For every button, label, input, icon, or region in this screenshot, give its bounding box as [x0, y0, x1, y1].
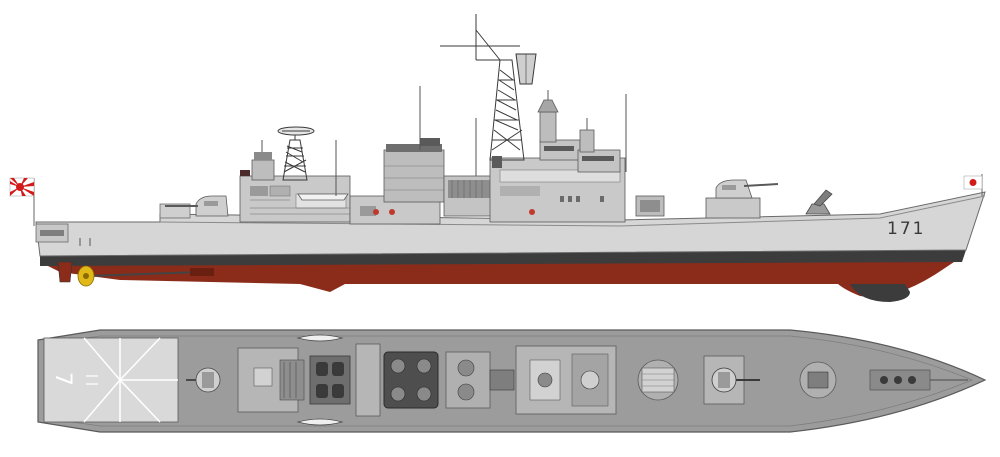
asroc-plan — [799, 361, 837, 399]
rising-sun-ensign-icon — [9, 177, 35, 197]
hull-number: 171 — [887, 219, 925, 239]
aft-gun-turret — [165, 195, 229, 217]
surface-search-radar-icon — [515, 53, 537, 85]
aft-funnel — [251, 159, 275, 181]
bridge-plan — [515, 345, 617, 415]
aft-gun-plan — [186, 367, 221, 393]
boat-plan-starboard — [296, 418, 344, 426]
sonar-dome — [850, 284, 910, 302]
main-lattice-mast — [440, 14, 525, 161]
flight-deck-marking: 7 — [50, 372, 75, 386]
fire-control-director — [537, 90, 559, 143]
aft-funnel-plan — [309, 355, 351, 405]
main-funnel-plan — [383, 351, 439, 409]
plan-view: 7 — [37, 329, 987, 433]
flight-deck: 7 — [43, 337, 179, 423]
boat-plan-port — [296, 334, 344, 342]
midship-fittings — [445, 351, 515, 409]
ships-boat — [297, 193, 349, 201]
aft-lattice-mast — [282, 132, 308, 181]
side-profile: 171 — [9, 14, 986, 302]
rudder — [57, 261, 73, 283]
bow-fittings — [869, 369, 968, 391]
japan-flag-icon — [963, 175, 983, 190]
forward-deck-panel — [637, 359, 679, 401]
forward-gun-plan — [703, 355, 760, 405]
propeller-icon — [77, 265, 95, 287]
asroc-launcher — [805, 189, 833, 215]
air-search-radar-icon — [277, 126, 315, 136]
main-funnel — [383, 149, 445, 203]
lower-hull-red — [40, 258, 960, 298]
forward-radar-mast — [579, 118, 595, 153]
forward-gun-turret — [705, 179, 779, 219]
hull-gray — [35, 191, 986, 257]
